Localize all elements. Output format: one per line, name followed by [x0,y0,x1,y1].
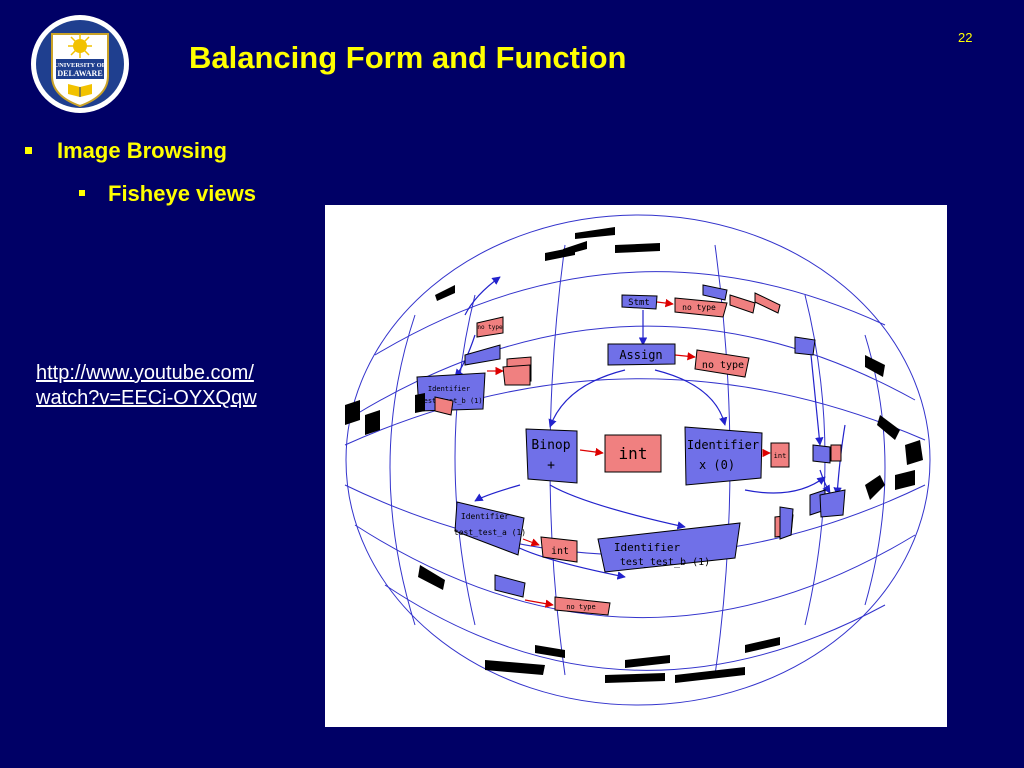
node-int-right: int [770,442,790,468]
node-identifier-a: Identifier test_test_a (1) [454,501,526,556]
youtube-link[interactable]: http://www.youtube.com/ watch?v=EECi-OYX… [36,361,296,411]
svg-text:Binop: Binop [531,438,570,453]
node-no-type-top: no type [674,297,728,318]
node-stmt: Stmt [621,294,658,310]
svg-text:int: int [619,444,648,463]
node-identifier-b: Identifier test_test_b (1) [597,522,741,573]
svg-text:x (0): x (0) [699,458,735,472]
svg-text:Identifier: Identifier [614,541,681,554]
bullet-square-icon [79,190,85,196]
svg-text:int: int [551,546,569,557]
bullet-square-icon [25,147,32,154]
node-binop: Binop + [525,428,578,484]
svg-text:DELAWARE: DELAWARE [57,69,102,78]
fisheye-graph: Stmt no type Assign no type Binop + int … [344,214,931,706]
fisheye-view-image: Stmt no type Assign no type Binop + int … [325,205,947,727]
svg-text:no type: no type [477,324,503,331]
svg-text:Stmt: Stmt [628,298,650,308]
svg-text:Identifier: Identifier [687,438,759,452]
university-of-delaware-logo: UNIVERSITY OF DELAWARE [30,14,130,114]
peripheral-nodes [345,227,923,683]
svg-text:+: + [547,458,555,473]
svg-text:test_test_a (1): test_test_a (1) [454,528,526,537]
svg-text:no type: no type [682,303,716,312]
svg-text:no type: no type [566,603,596,611]
youtube-link-line2[interactable]: watch?v=EECi-OYXQqw [36,387,257,409]
svg-text:test_test_b (1): test_test_b (1) [620,557,710,568]
svg-text:no type: no type [702,360,744,371]
slide-title: Balancing Form and Function [189,40,627,75]
svg-text:Identifier: Identifier [428,385,470,393]
slide-number: 22 [958,30,973,45]
svg-text:UNIVERSITY OF: UNIVERSITY OF [54,62,105,69]
node-assign: Assign [607,343,676,366]
bullet-image-browsing: Image Browsing [25,138,227,164]
node-no-type-mid: no type [694,349,750,378]
node-identifier-x: Identifier x (0) [684,426,763,486]
bullet-fisheye-views: Fisheye views [79,181,256,207]
svg-text:int: int [774,452,787,460]
node-no-type-left: no type [476,316,504,338]
svg-text:Identifier: Identifier [461,512,509,521]
youtube-link-line1[interactable]: http://www.youtube.com/ [36,362,254,384]
bullet-text: Image Browsing [57,138,227,163]
node-int-center: int [604,434,662,473]
node-int-a: int [540,536,578,563]
bullet-text: Fisheye views [108,181,256,206]
node-no-type-bottom: no type [554,596,611,616]
svg-text:Assign: Assign [619,348,662,362]
